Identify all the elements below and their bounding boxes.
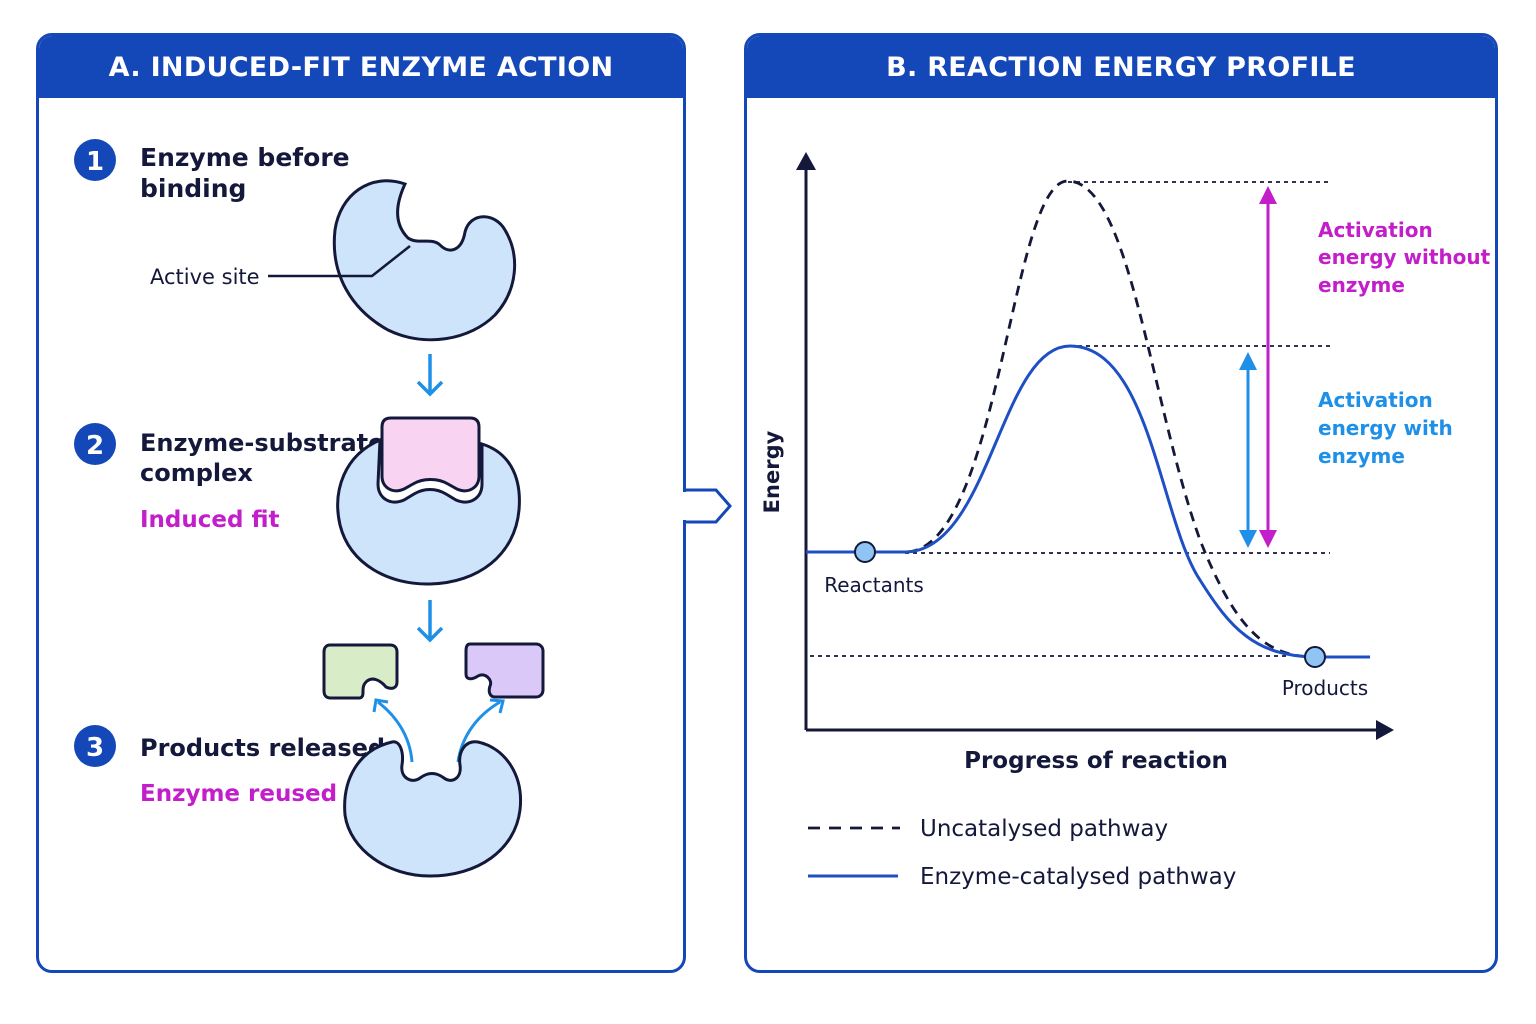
step-2-title-line1: Enzyme-substrate	[140, 429, 384, 457]
step-1-number: 1	[86, 147, 104, 177]
enzyme-before-binding	[332, 179, 517, 342]
product-purple	[464, 642, 545, 699]
enzyme-reused	[343, 740, 523, 878]
panel-a-title: A. INDUCED-FIT ENZYME ACTION	[39, 36, 683, 98]
ea-with-label-line2: energy with	[1318, 416, 1453, 440]
reactants-label: Reactants	[824, 573, 924, 597]
catalysed-curve	[806, 344, 1370, 659]
induced-fit-note: Induced fit	[140, 507, 280, 533]
step-1-title-line1: Enzyme before	[140, 143, 350, 172]
step-2-number: 2	[86, 431, 104, 461]
y-axis-arrowhead	[796, 152, 816, 170]
down-arrow-1-head	[416, 380, 444, 397]
enzyme-reused-note: Enzyme reused	[140, 781, 337, 807]
legend-catalysed-label: Enzyme-catalysed pathway	[920, 864, 1236, 890]
ea-without-label-line2: energy without	[1318, 245, 1491, 269]
panel-energy-profile: B. REACTION ENERGY PROFILE	[744, 33, 1498, 973]
panel-connector	[686, 488, 732, 524]
step-1-title-line2: binding	[140, 174, 246, 203]
step-3-number: 3	[86, 733, 104, 763]
ea-with-arrow-top	[1239, 352, 1257, 370]
ea-without-arrow-top	[1259, 186, 1277, 204]
reactants-point	[854, 541, 876, 563]
release-arrow-left	[377, 700, 414, 763]
enzyme-complex	[336, 437, 521, 586]
ea-with-label-line3: enzyme	[1318, 444, 1405, 468]
ea-without-label-line3: enzyme	[1318, 273, 1405, 297]
down-arrow-2-head	[416, 626, 444, 643]
ea-without-arrow-bottom	[1259, 530, 1277, 548]
active-site-label: Active site	[150, 265, 260, 289]
substrate	[380, 416, 481, 493]
release-arrow-right-head	[489, 698, 505, 714]
uncatalysed-curve	[806, 179, 1370, 659]
products-point	[1304, 646, 1326, 668]
panel-b-title: B. REACTION ENERGY PROFILE	[747, 36, 1495, 98]
products-label: Products	[1282, 676, 1368, 700]
ea-with-label-line1: Activation	[1318, 388, 1433, 412]
y-axis-label: Energy	[760, 430, 784, 513]
x-axis-arrowhead	[1376, 720, 1394, 740]
step-2-title-line2: complex	[140, 459, 253, 487]
step-3-badge	[74, 725, 116, 767]
product-green	[322, 643, 399, 700]
release-arrow-left-head	[372, 698, 389, 713]
legend-uncatalysed-label: Uncatalysed pathway	[920, 816, 1168, 842]
step-1-badge	[74, 139, 116, 181]
x-axis-label: Progress of reaction	[964, 748, 1228, 774]
step-2-badge	[74, 423, 116, 465]
active-site-pointer	[268, 245, 411, 278]
ea-without-label-line1: Activation	[1318, 218, 1433, 242]
step-3-title: Products released	[140, 734, 385, 762]
ea-with-arrow-bottom	[1239, 530, 1257, 548]
